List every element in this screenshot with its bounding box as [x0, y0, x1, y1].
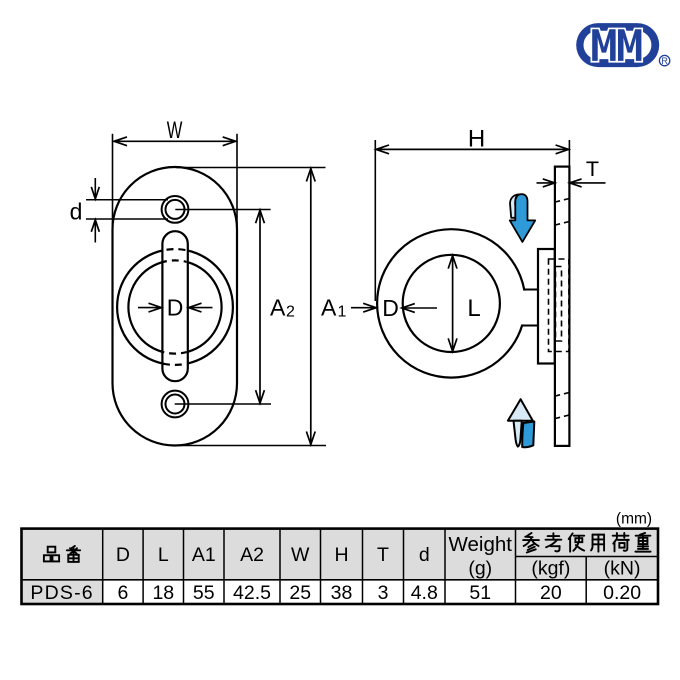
svg-text:D: D [382, 295, 399, 321]
svg-text:T: T [377, 544, 389, 566]
svg-text:(mm): (mm) [616, 511, 652, 528]
svg-text:L: L [467, 295, 480, 322]
svg-text:1: 1 [338, 304, 347, 321]
svg-text:18: 18 [152, 582, 174, 604]
svg-text:A1: A1 [192, 544, 216, 566]
svg-text:T: T [586, 157, 599, 181]
svg-text:55: 55 [193, 582, 215, 604]
svg-text:D: D [167, 295, 184, 321]
svg-text:6: 6 [117, 582, 128, 604]
svg-text:25: 25 [289, 582, 311, 604]
svg-text:D: D [116, 544, 130, 566]
svg-text:3: 3 [378, 582, 389, 604]
svg-text:R: R [661, 56, 668, 66]
svg-text:d: d [70, 199, 83, 225]
svg-text:(g): (g) [468, 558, 492, 580]
svg-text:(kN): (kN) [604, 558, 641, 580]
svg-text:Weight: Weight [449, 533, 513, 556]
svg-text:(kgf): (kgf) [531, 558, 570, 580]
svg-text:20: 20 [540, 582, 562, 604]
svg-text:PDS-6: PDS-6 [30, 582, 93, 604]
svg-text:38: 38 [331, 582, 353, 604]
svg-text:d: d [419, 544, 430, 566]
svg-text:A: A [321, 295, 337, 321]
svg-text:42.5: 42.5 [233, 582, 271, 604]
svg-text:A: A [270, 295, 286, 321]
svg-text:0.20: 0.20 [603, 582, 641, 604]
svg-text:W: W [167, 117, 183, 144]
svg-text:L: L [158, 544, 169, 566]
svg-text:H: H [468, 126, 485, 153]
svg-text:51: 51 [469, 582, 491, 604]
svg-text:H: H [334, 544, 348, 566]
svg-text:A2: A2 [240, 544, 264, 566]
svg-text:2: 2 [286, 304, 295, 321]
svg-text:4.8: 4.8 [411, 582, 438, 604]
svg-text:W: W [291, 544, 310, 566]
